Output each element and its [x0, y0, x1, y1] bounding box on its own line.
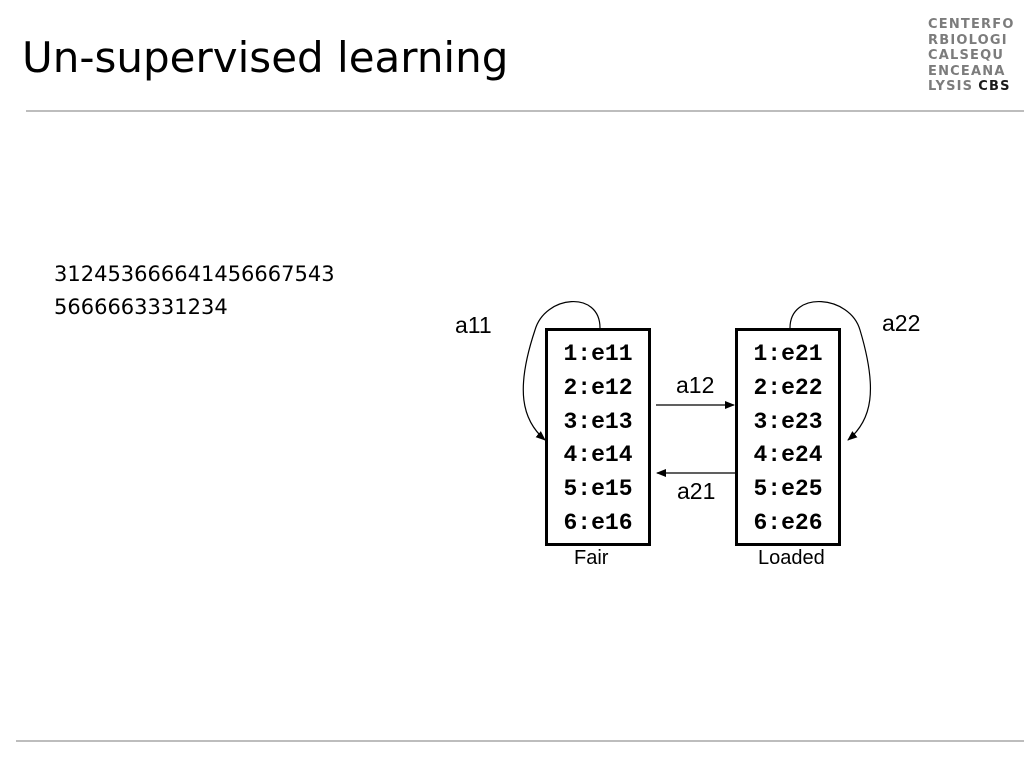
self-loop-a22: [789, 301, 872, 441]
state-name-loaded: Loaded: [758, 547, 825, 569]
emission-entry: 2:e22: [753, 374, 823, 401]
emission-entry: 1:e21: [753, 341, 823, 367]
transition-label-a21: a21: [677, 478, 716, 504]
observed-sequence: 312453666641456667543 5666663331234: [54, 258, 335, 324]
emission-entry: 3:e13: [563, 408, 633, 435]
emission-entry: 4:e14: [563, 442, 633, 469]
slide-title: Un-supervised learning: [22, 33, 509, 82]
transition-label-a12: a12: [676, 372, 715, 398]
logo-row-last: LYSIS CBS: [928, 79, 1015, 95]
emission-entry: 1:e11: [563, 341, 633, 367]
state-box-fair: 1:e11 2:e12 3:e13 4:e14 5:e15 6:e16: [545, 328, 651, 546]
bottom-divider: [16, 740, 1024, 742]
sequence-line: 312453666641456667543: [54, 262, 335, 286]
emission-entry: 3:e23: [753, 408, 823, 435]
transition-label-a22: a22: [882, 310, 921, 336]
self-loop-a11: [522, 301, 601, 441]
cbs-logo: CENTERFO RBIOLOGI CALSEQU ENCEANA LYSIS C…: [928, 17, 1015, 95]
emission-entry: 2:e12: [563, 374, 633, 401]
state-name-fair: Fair: [574, 547, 609, 569]
transition-label-a11: a11: [455, 312, 492, 338]
logo-cbs: CBS: [978, 79, 1011, 94]
logo-row: CENTERFO: [928, 17, 1015, 32]
logo-row: CALSEQU: [928, 48, 1005, 63]
emission-entry: 6:e26: [753, 509, 823, 536]
emission-entry: 4:e24: [753, 442, 823, 469]
emission-entry: 5:e25: [753, 476, 823, 503]
state-box-loaded: 1:e21 2:e22 3:e23 4:e24 5:e25 6:e26: [735, 328, 841, 546]
logo-row: ENCEANA: [928, 63, 1006, 79]
logo-row: RBIOLOGI: [928, 32, 1008, 48]
top-divider: [26, 110, 1024, 112]
logo-row-text: LYSIS: [928, 79, 974, 94]
emission-entry: 5:e15: [563, 476, 633, 503]
sequence-line: 5666663331234: [54, 295, 228, 319]
emission-entry: 6:e16: [563, 509, 633, 536]
